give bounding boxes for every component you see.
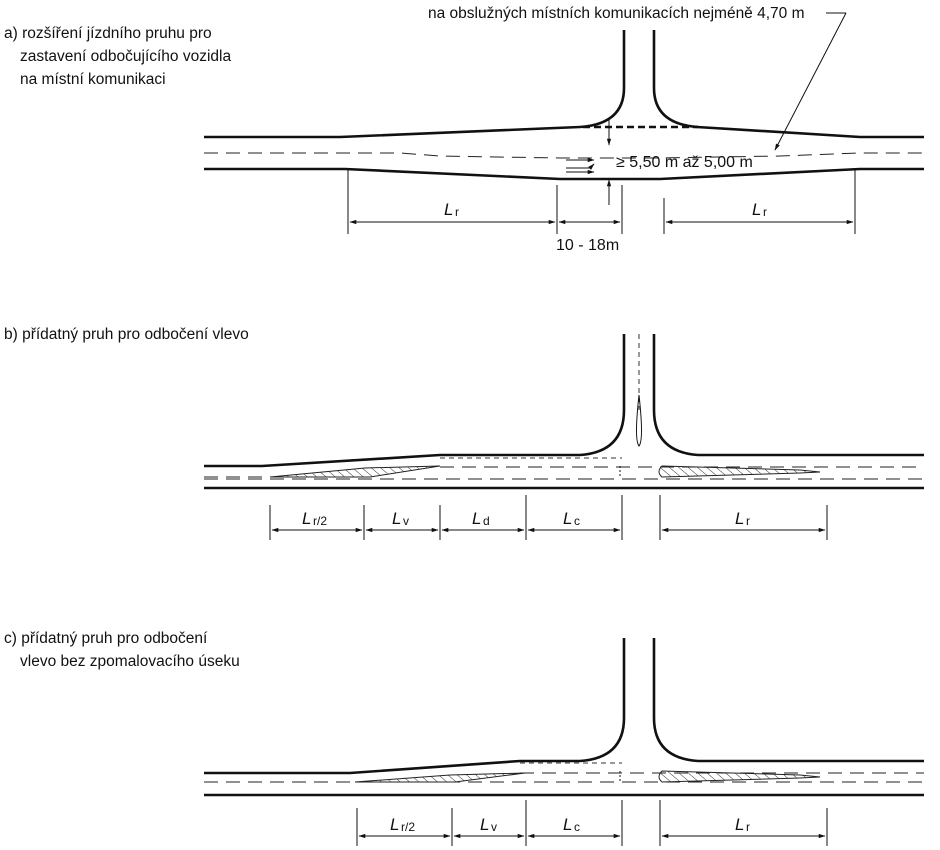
dim-lv-c-L: L: [480, 815, 489, 834]
main-road-bottom-edge-a: [204, 167, 924, 181]
note-leader-arrow: [774, 12, 847, 151]
dim-lc-b-sub: c: [574, 514, 580, 528]
dim-lr-b-sub: r: [746, 514, 750, 528]
dim-lv-b-sub: v: [403, 514, 409, 528]
dim-lr2-b-sub: r/2: [313, 514, 327, 528]
panel-b: b) přídatný pruh pro odbočení vlevo: [4, 326, 924, 540]
dim-gap-a-text: 10 - 18m: [556, 237, 619, 254]
panel-b-title-line1: b) přídatný pruh pro odbočení vlevo: [4, 326, 249, 343]
dim-lr-right-a-sub: r: [763, 205, 767, 219]
panel-a-title-line1: a) rozšíření jízdního pruhu pro: [4, 25, 212, 42]
side-road-left-edge-b: [579, 334, 626, 457]
dim-ld-b-L: L: [472, 509, 481, 528]
panel-c-title-line2: vlevo bez zpomalovacího úseku: [20, 653, 240, 670]
dim-lr-right-a: L r: [663, 170, 856, 234]
hatched-area-c-left: [354, 772, 526, 783]
side-road-island-b: [636, 394, 642, 447]
side-road-right-edge-b: [652, 334, 699, 457]
panel-c-title-line1: c) přídatný pruh pro odbočení: [4, 630, 208, 647]
dim-lr2-c-L: L: [390, 815, 399, 834]
dim-lv-b-L: L: [392, 509, 401, 528]
dim-lr-left-a-sub: r: [455, 205, 459, 219]
dim-ld-b-sub: d: [483, 514, 490, 528]
panel-a-note: na obslužných místních komunikacích nejm…: [428, 5, 805, 22]
main-road-top-edge-a: [204, 125, 924, 139]
dim-chain-c: L r/2 L v L c L r: [356, 800, 828, 846]
lane-arrows-a: [566, 157, 595, 175]
side-road-left-edge-c: [579, 638, 626, 763]
panel-a: a) rozšíření jízdního pruhu pro zastaven…: [4, 5, 924, 254]
side-road-right-edge-a: [652, 30, 699, 129]
main-road-top-edge-b: [204, 453, 924, 468]
side-road-right-edge-c: [652, 638, 699, 763]
hatched-area-b-right: [658, 465, 821, 478]
side-road-left-edge-a: [579, 30, 626, 129]
dim-lc-c-sub: c: [574, 820, 580, 834]
dim-lr-left-a-L: L: [444, 200, 453, 219]
dim-lr-c-sub: r: [746, 820, 750, 834]
dim-gap-a: 10 - 18m: [556, 185, 623, 254]
hatched-area-c-right: [658, 770, 821, 783]
panel-c: c) přídatný pruh pro odbočení vlevo bez …: [4, 630, 924, 846]
hatched-area-b-left: [269, 465, 441, 478]
dim-lr-left-a: L r: [347, 170, 558, 234]
dim-lv-c-sub: v: [491, 820, 497, 834]
dim-lc-c-L: L: [563, 815, 572, 834]
dim-lc-b-L: L: [563, 509, 572, 528]
panel-a-title-line3: na místní komunikaci: [20, 71, 166, 88]
dim-lr2-c-sub: r/2: [401, 820, 415, 834]
dim-chain-b: L r/2 L v L d L c L r: [269, 495, 828, 540]
dim-lr-right-a-L: L: [752, 200, 761, 219]
dim-lr-c-L: L: [735, 815, 744, 834]
dim-lr-b-L: L: [735, 509, 744, 528]
width-note-a: ≥ 5,50 m až 5,00 m: [616, 154, 753, 171]
panel-a-title-line2: zastavení odbočujícího vozidla: [20, 48, 231, 65]
main-road-top-edge-c: [204, 759, 924, 775]
centre-line-a: [204, 152, 924, 159]
dim-lr2-b-L: L: [302, 509, 311, 528]
